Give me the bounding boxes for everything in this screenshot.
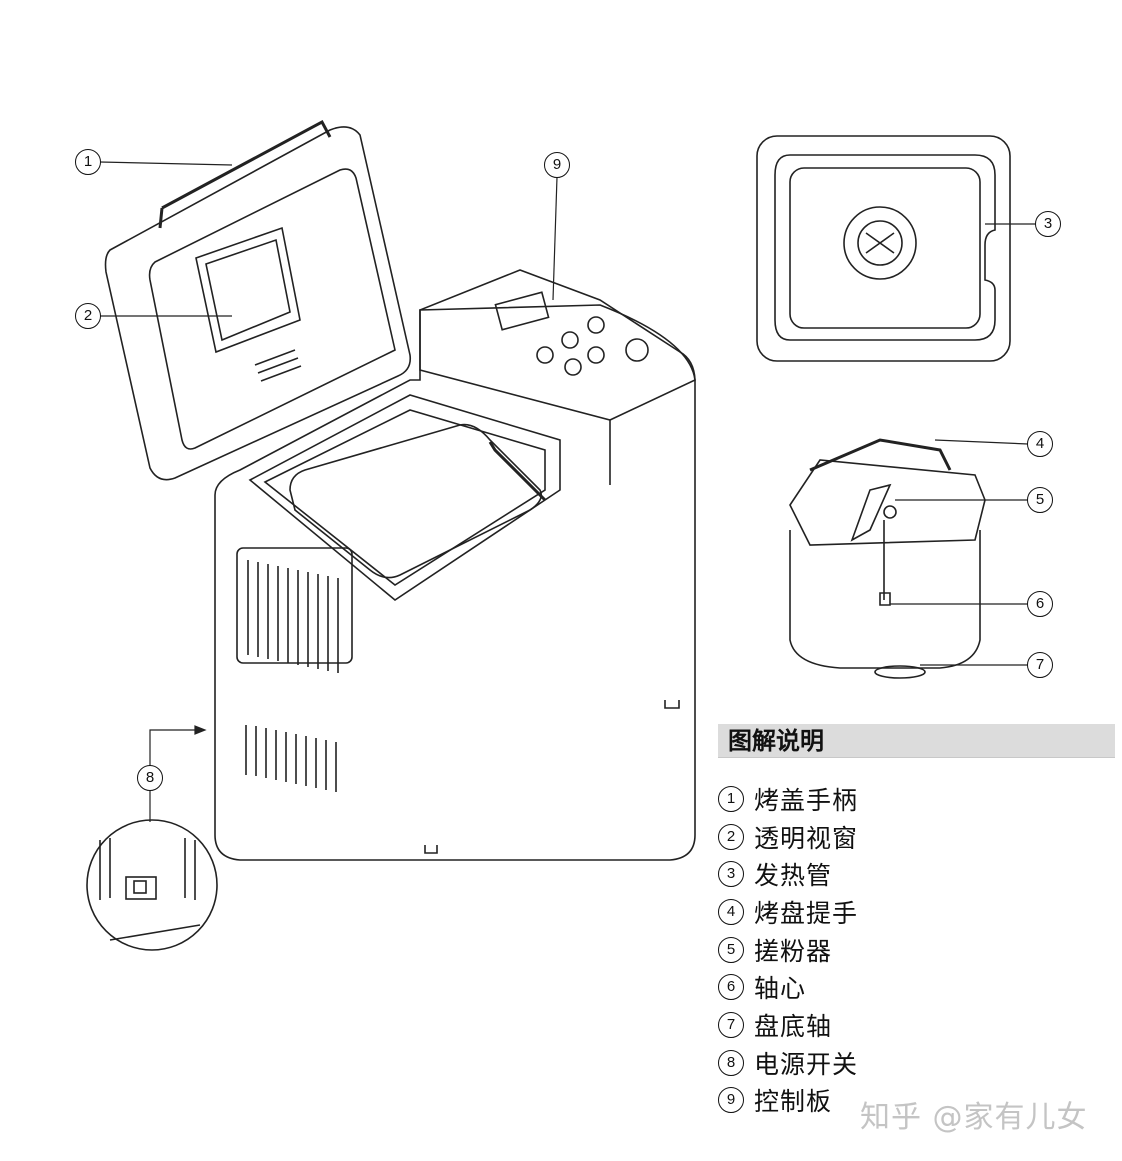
heating-element-inset — [756, 135, 1011, 362]
control-panel — [494, 291, 649, 376]
legend-item: 7 盘底轴 — [718, 1006, 858, 1044]
legend-item: 4 烤盘提手 — [718, 893, 858, 931]
legend-item: 6 轴心 — [718, 968, 858, 1006]
watermark: 知乎 @家有儿女 — [860, 1100, 1088, 1135]
legend-label: 电源开关 — [754, 1049, 859, 1079]
machine-body — [214, 269, 696, 861]
bread-pan — [789, 438, 986, 679]
legend-label: 烤盘提手 — [754, 898, 859, 928]
callout-1: 1 — [75, 149, 101, 175]
lid — [104, 119, 412, 481]
legend-item: 1 烤盖手柄 — [718, 780, 858, 818]
callout-4: 4 — [1027, 431, 1053, 457]
callout-9: 9 — [544, 152, 570, 178]
legend-item: 2 透明视窗 — [718, 818, 858, 856]
callout-2: 2 — [75, 303, 101, 329]
leader-lines — [99, 161, 1036, 822]
legend-item: 3 发热管 — [718, 855, 858, 893]
legend-number: 8 — [718, 1049, 744, 1076]
callout-6: 6 — [1027, 591, 1053, 617]
legend-number: 3 — [718, 861, 744, 888]
legend-title: 图解说明 — [718, 724, 1115, 758]
legend-list: 1 烤盖手柄 2 透明视窗 3 发热管 4 烤盘提手 5 搓粉器 6 轴心 7 盘底轴 8 电源… — [718, 780, 858, 1119]
callout-8: 8 — [137, 765, 163, 791]
legend-number: 5 — [718, 936, 744, 963]
legend-number: 7 — [718, 1011, 744, 1038]
legend-item: 8 电源开关 — [718, 1044, 858, 1082]
legend-number: 9 — [718, 1087, 744, 1114]
legend-label: 控制板 — [754, 1087, 833, 1117]
power-switch-inset — [86, 819, 218, 951]
legend-label: 发热管 — [754, 861, 833, 891]
legend-label: 烤盖手柄 — [754, 785, 859, 815]
legend-number: 2 — [718, 823, 744, 850]
legend-label: 搓粉器 — [754, 936, 833, 966]
legend-label: 透明视窗 — [754, 823, 859, 853]
legend-number: 1 — [718, 785, 744, 812]
legend-number: 4 — [718, 898, 744, 925]
callout-7: 7 — [1027, 652, 1053, 678]
legend-label: 盘底轴 — [754, 1011, 833, 1041]
callout-3: 3 — [1035, 211, 1061, 237]
legend-item: 9 控制板 — [718, 1082, 858, 1120]
legend-number: 6 — [718, 974, 744, 1001]
callout-5: 5 — [1027, 487, 1053, 513]
legend-label: 轴心 — [754, 974, 807, 1004]
legend-item: 5 搓粉器 — [718, 931, 858, 969]
